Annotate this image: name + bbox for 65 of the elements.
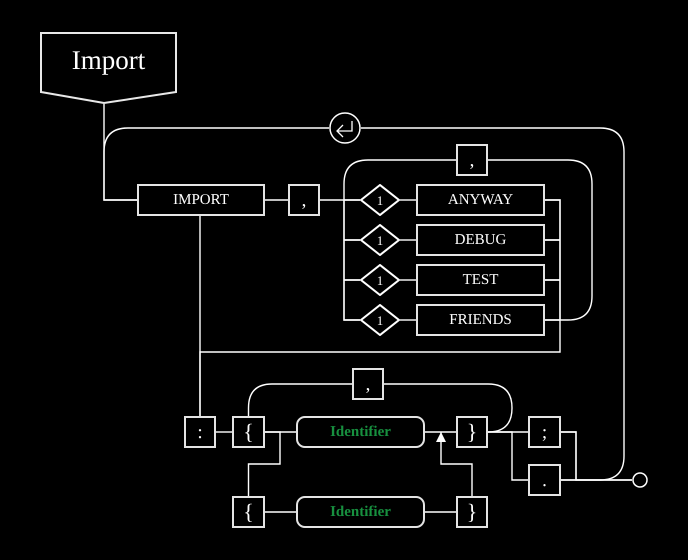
connector-line [360, 127, 625, 481]
symbol-text: . [542, 470, 547, 490]
symbol-text: , [470, 150, 474, 170]
symbol-box [456, 496, 488, 528]
repeat-diamond [360, 264, 400, 296]
connector-line [343, 159, 457, 321]
repeat-diamond [360, 184, 400, 216]
symbol-text: : [197, 422, 203, 442]
keyword-text: FRIENDS [449, 312, 512, 328]
keyword-box [416, 304, 545, 336]
connector-line [248, 431, 281, 496]
identifier-box [296, 496, 425, 528]
connector-line [384, 383, 513, 433]
identifier-box [296, 416, 425, 448]
connector-line [216, 431, 232, 433]
count-text: 1 [376, 234, 384, 246]
symbol-text: , [302, 190, 306, 210]
connector-line [400, 239, 416, 241]
banner-title: Import [72, 47, 146, 74]
connector-line [248, 383, 352, 416]
symbol-text: ; [542, 422, 548, 442]
keyword-box [416, 264, 545, 296]
connector-line [400, 199, 416, 201]
symbol-box [352, 368, 384, 400]
brace-text: { [243, 421, 254, 443]
connector-line [103, 127, 329, 201]
brace-text: { [243, 501, 254, 523]
return-icon [329, 112, 361, 144]
arrow [436, 432, 473, 496]
count-text: 1 [376, 274, 384, 286]
identifier-text: Identifier [330, 424, 391, 440]
repeat-diamond [360, 304, 400, 336]
connector-line [199, 199, 561, 417]
keyword-text: ANYWAY [448, 192, 514, 208]
connector-line [487, 159, 593, 321]
connector-line [425, 511, 456, 513]
keyword-text: DEBUG [454, 232, 506, 248]
brace-text: } [466, 501, 478, 523]
symbol-box [288, 184, 320, 216]
connector-line [265, 199, 288, 201]
count-text: 1 [376, 194, 384, 206]
connector-line [400, 319, 416, 321]
connector-line [400, 279, 416, 281]
count-text: 1 [376, 314, 384, 326]
symbol-box [232, 496, 265, 528]
keyword-box [416, 224, 545, 256]
end-circle-icon [632, 472, 648, 488]
title-banner [40, 32, 177, 104]
keyword-box [137, 184, 265, 216]
symbol-box [456, 144, 488, 176]
connector-line [425, 431, 456, 433]
symbol-box [528, 464, 561, 496]
symbol-box [528, 416, 561, 448]
symbol-box [456, 416, 488, 448]
symbol-box [184, 416, 216, 448]
repeat-diamond [360, 224, 400, 256]
identifier-text: Identifier [330, 504, 391, 520]
connector-line [265, 511, 296, 513]
brace-text: } [466, 421, 478, 443]
keyword-box [416, 184, 545, 216]
keyword-text: IMPORT [173, 192, 229, 208]
connector-line [488, 431, 528, 481]
symbol-text: , [366, 374, 370, 394]
symbol-box [232, 416, 265, 448]
keyword-text: TEST [462, 272, 498, 288]
